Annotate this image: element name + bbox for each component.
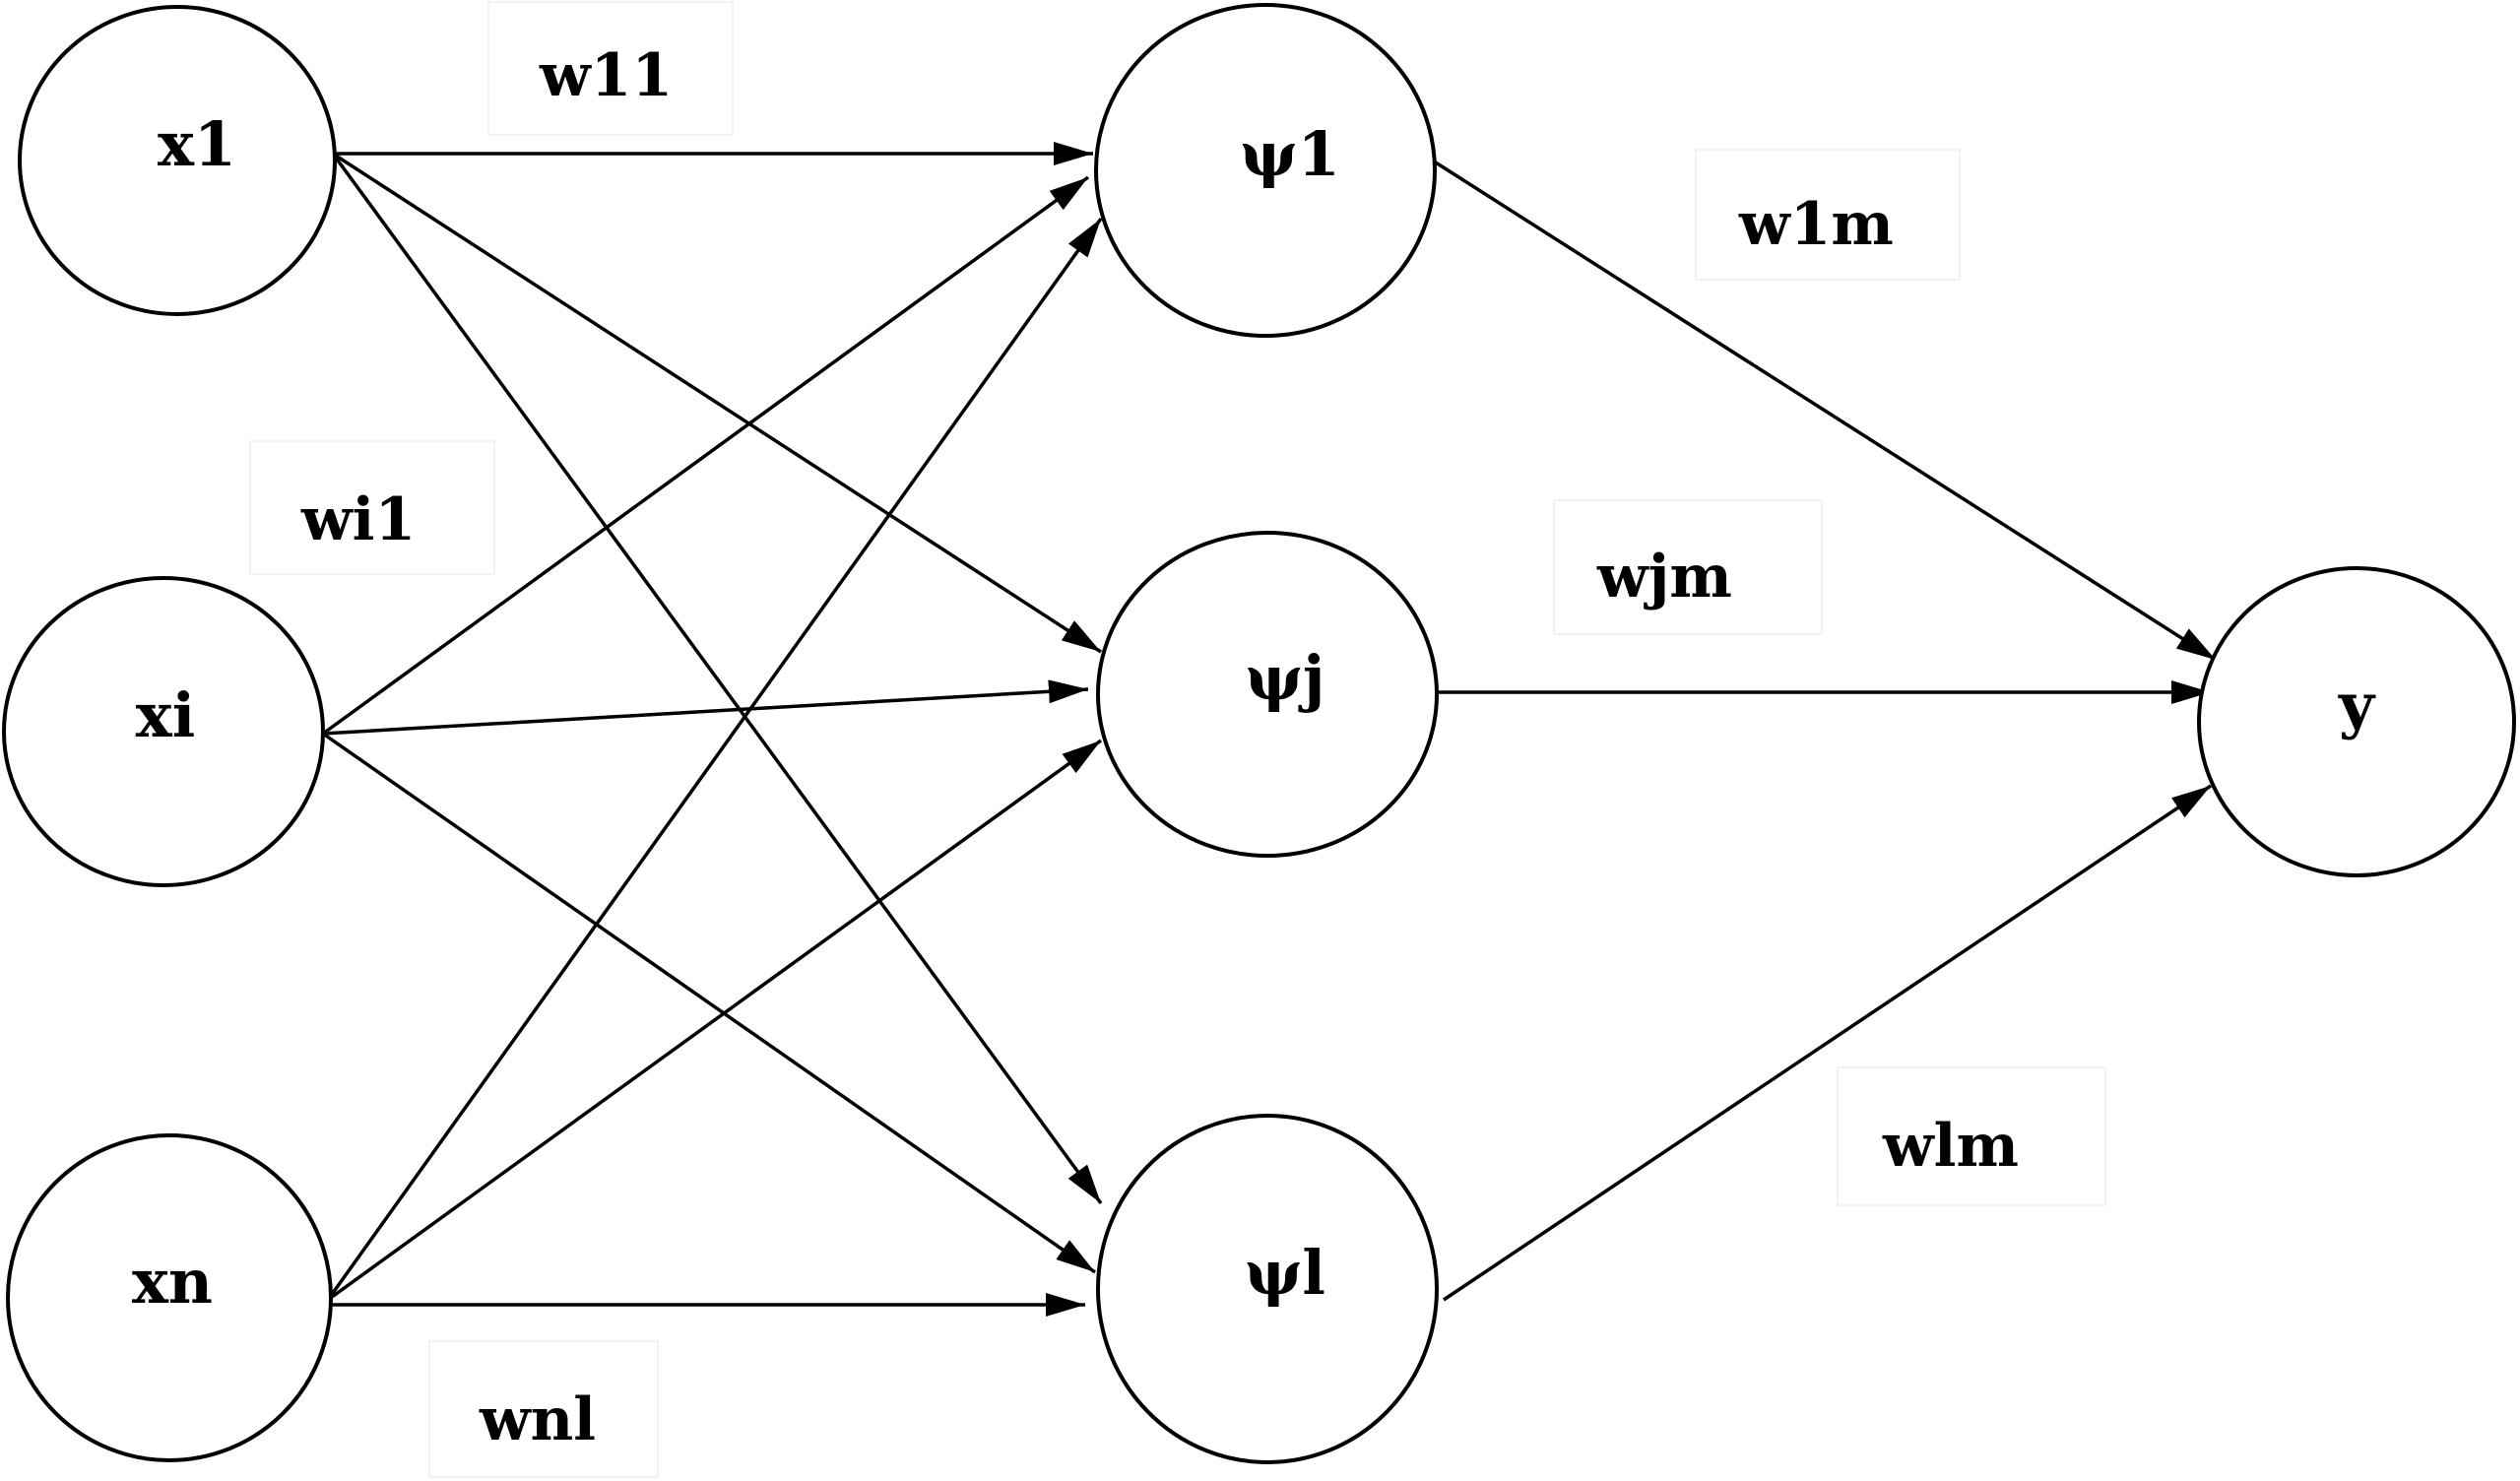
node-y-label: y: [2338, 670, 2376, 741]
edge-xi-psij: [322, 679, 1089, 736]
edge-psil-y: [1443, 784, 2212, 1302]
node-psi1-circle: [1094, 3, 1437, 338]
node-x1-circle: [18, 5, 337, 316]
node-psij: ψj: [1096, 531, 1439, 858]
weight-box-wlm: [1837, 1066, 2106, 1206]
node-xi-circle: [2, 576, 325, 887]
edge-psi1-y: [1427, 156, 2217, 662]
weight-box-w1m: [1695, 149, 1961, 281]
input-layer: x1 xi xn: [2, 5, 337, 1462]
node-xi-label: xi: [136, 679, 196, 751]
weight-box-w11: [487, 1, 734, 136]
weight-labels: w11 wi1 wnl w1m wjm wlm: [249, 1, 2106, 1478]
weight-label-wi1: wi1: [300, 485, 416, 554]
node-psij-label: ψj: [1246, 642, 1325, 714]
node-y: y: [2197, 566, 2516, 877]
weight-box-wnl: [428, 1340, 659, 1478]
node-psil-circle: [1096, 1114, 1439, 1464]
edge-x1-psil: [331, 152, 1103, 1205]
node-xn-label: xn: [132, 1246, 213, 1318]
node-psij-circle: [1096, 531, 1439, 858]
edge-xn-psij: [326, 739, 1103, 1302]
node-xn: xn: [6, 1133, 333, 1462]
edge-x1-psij: [332, 152, 1102, 654]
node-psil: ψl: [1096, 1114, 1439, 1464]
edge-xn-psi1: [326, 217, 1103, 1302]
weight-box-wjm: [1553, 499, 1823, 635]
node-y-circle: [2197, 566, 2516, 877]
weight-label-wnl: wnl: [479, 1385, 596, 1454]
edge-xi-psil: [321, 732, 1097, 1274]
weight-label-w1m: w1m: [1738, 190, 1894, 259]
node-x1: x1: [18, 5, 337, 316]
node-psi1-label: ψ1: [1240, 118, 1340, 190]
weight-box-wi1: [249, 440, 495, 575]
hidden-output-edges: [1427, 156, 2217, 1302]
edge-xi-psi1: [321, 175, 1090, 736]
node-psil-label: ψl: [1245, 1237, 1325, 1309]
node-x1-label: x1: [158, 108, 236, 180]
node-xn-circle: [6, 1133, 333, 1462]
hidden-layer: ψ1 ψj ψl: [1094, 3, 1439, 1464]
weight-label-wlm: wlm: [1882, 1112, 2019, 1181]
weight-label-w11: w11: [539, 41, 673, 110]
weight-label-wjm: wjm: [1596, 543, 1732, 612]
node-xi: xi: [2, 576, 325, 887]
input-hidden-edges: [321, 142, 1103, 1317]
node-psi1: ψ1: [1094, 3, 1437, 338]
output-layer: y: [2197, 566, 2516, 877]
